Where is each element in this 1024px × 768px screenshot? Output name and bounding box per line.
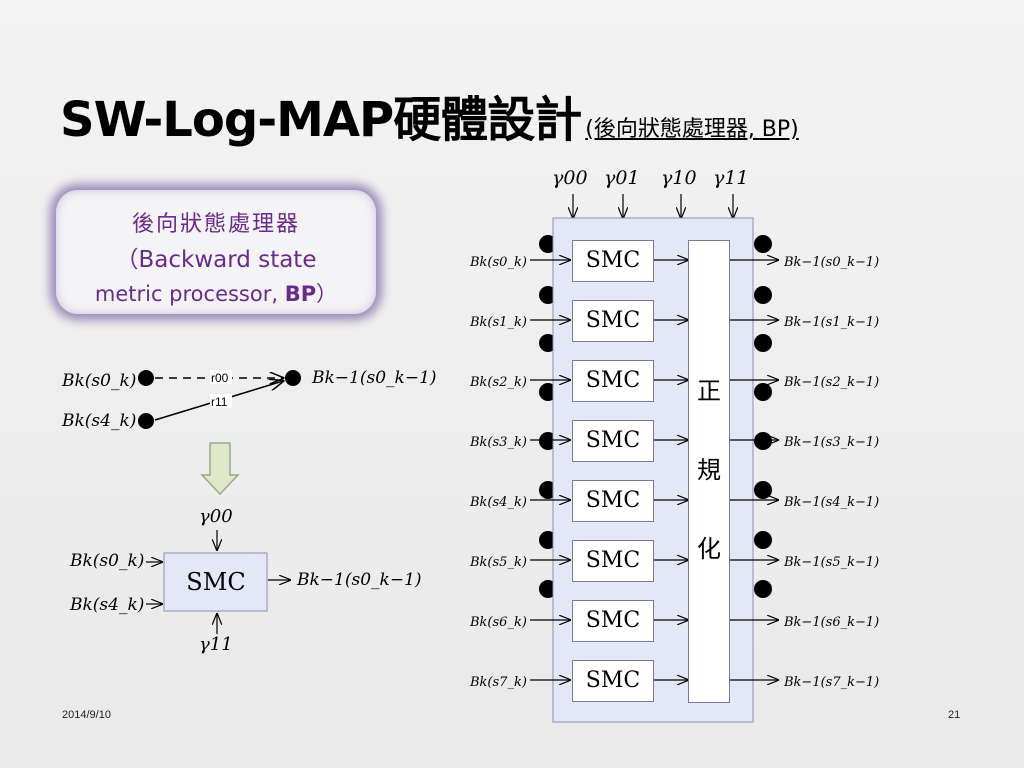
title-subtitle: (後向狀態處理器, BP) — [585, 117, 799, 142]
bp-output-7: Bk−1(s7_k−1) — [783, 675, 879, 690]
left-smc-out: Bk−1(s0_k−1) — [296, 570, 422, 590]
left-smc-box — [163, 552, 268, 612]
left-smc-in0: Bk(s0_k) — [69, 551, 144, 571]
gamma-11: γ11 — [713, 167, 749, 189]
bp-input-3: Bk(s3_k) — [469, 435, 527, 450]
footer-date: 2014/9/10 — [62, 709, 111, 721]
bp-input-7: Bk(s7_k) — [469, 675, 527, 690]
smc-box-3: SMC — [572, 420, 654, 462]
left-in4-label: Bk(s4_k) — [61, 411, 136, 431]
norm-char-2: 規 — [697, 456, 721, 484]
callout-box: 後向狀態處理器 （Backward state metric processor… — [56, 190, 376, 314]
smc-box-6: SMC — [572, 600, 654, 642]
bp-input-1: Bk(s1_k) — [469, 315, 527, 330]
smc-box-7: SMC — [572, 660, 654, 702]
left-gamma-b: r11 — [211, 395, 228, 409]
bp-input-4: Bk(s4_k) — [469, 495, 527, 510]
left-gamma-bottom: γ11 — [199, 634, 233, 655]
callout-line2: （Backward state — [115, 247, 317, 273]
callout-line3-a: metric processor, — [94, 282, 285, 306]
right-arrows — [530, 260, 778, 680]
normalization-box: 正 規 化 — [688, 240, 730, 703]
footer-page-number: 21 — [948, 709, 961, 721]
callout-bp: BP — [284, 282, 317, 306]
bp-input-6: Bk(s6_k) — [469, 615, 527, 630]
transform-arrow-icon — [200, 442, 240, 496]
bp-output-6: Bk−1(s6_k−1) — [783, 615, 879, 630]
bp-output-4: Bk−1(s4_k−1) — [783, 495, 879, 510]
bp-output-2: Bk−1(s2_k−1) — [783, 375, 879, 390]
norm-char-3: 化 — [697, 535, 721, 563]
callout-line3-c: ） — [316, 282, 338, 306]
bp-input-2: Bk(s2_k) — [469, 375, 527, 390]
title-main: SW-Log-MAP硬體設計 — [60, 92, 582, 148]
left-gamma-a: r00 — [211, 371, 229, 385]
left-gamma-a-bg — [210, 370, 232, 384]
right-io-labels: Bk(s0_k) Bk(s1_k) Bk(s2_k) Bk(s3_k) Bk(s… — [469, 255, 879, 690]
smc-box-0: SMC — [572, 240, 654, 282]
smc-box-5: SMC — [572, 540, 654, 582]
left-smc-label: SMC — [186, 568, 245, 596]
norm-char-1: 正 — [697, 377, 721, 405]
gamma-00: γ00 — [552, 167, 588, 189]
left-gamma-b-bg — [210, 394, 232, 408]
left-trellis: Bk(s0_k) Bk(s4_k) r00 r11 Bk−1(s0_k−1) — [61, 368, 437, 431]
slide-title: SW-Log-MAP硬體設計(後向狀態處理器, BP) — [60, 80, 799, 150]
bp-input-5: Bk(s5_k) — [469, 555, 527, 570]
bp-output-1: Bk−1(s1_k−1) — [783, 315, 879, 330]
left-smc-block: γ00 SMC γ11 Bk(s0_k) Bk(s4_k) Bk−1(s0_k−… — [69, 506, 422, 655]
right-gammas: γ00 γ01 γ10 γ11 — [552, 167, 749, 218]
left-out0-label: Bk−1(s0_k−1) — [311, 368, 437, 388]
left-smc-in4: Bk(s4_k) — [69, 595, 144, 615]
callout-line3: metric processor, BP） — [56, 278, 376, 308]
callout-line1: 後向狀態處理器 — [131, 212, 300, 237]
smc-box-1: SMC — [572, 300, 654, 342]
bp-input-0: Bk(s0_k) — [469, 255, 527, 270]
bp-output-5: Bk−1(s5_k−1) — [783, 555, 879, 570]
bp-output-0: Bk−1(s0_k−1) — [783, 255, 879, 270]
smc-box-2: SMC — [572, 360, 654, 402]
left-in0-label: Bk(s0_k) — [61, 371, 136, 391]
gamma-10: γ10 — [661, 167, 697, 189]
left-gamma-top: γ00 — [199, 506, 233, 527]
left-node-in0 — [138, 370, 154, 386]
smc-box-4: SMC — [572, 480, 654, 522]
bp-output-3: Bk−1(s3_k−1) — [783, 435, 879, 450]
left-node-out0 — [285, 370, 301, 386]
gamma-01: γ01 — [604, 167, 640, 189]
left-node-in4 — [138, 413, 154, 429]
